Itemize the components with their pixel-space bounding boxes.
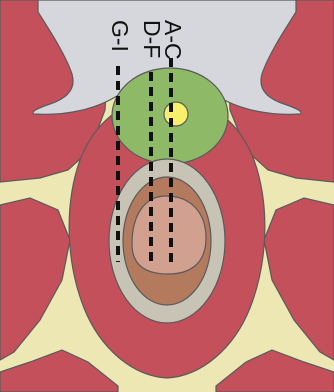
urethra-marker	[164, 102, 188, 126]
label-d-f: D-F	[140, 20, 163, 58]
inner-lumen-core	[132, 196, 206, 274]
label-g-i: G-I	[108, 20, 131, 52]
